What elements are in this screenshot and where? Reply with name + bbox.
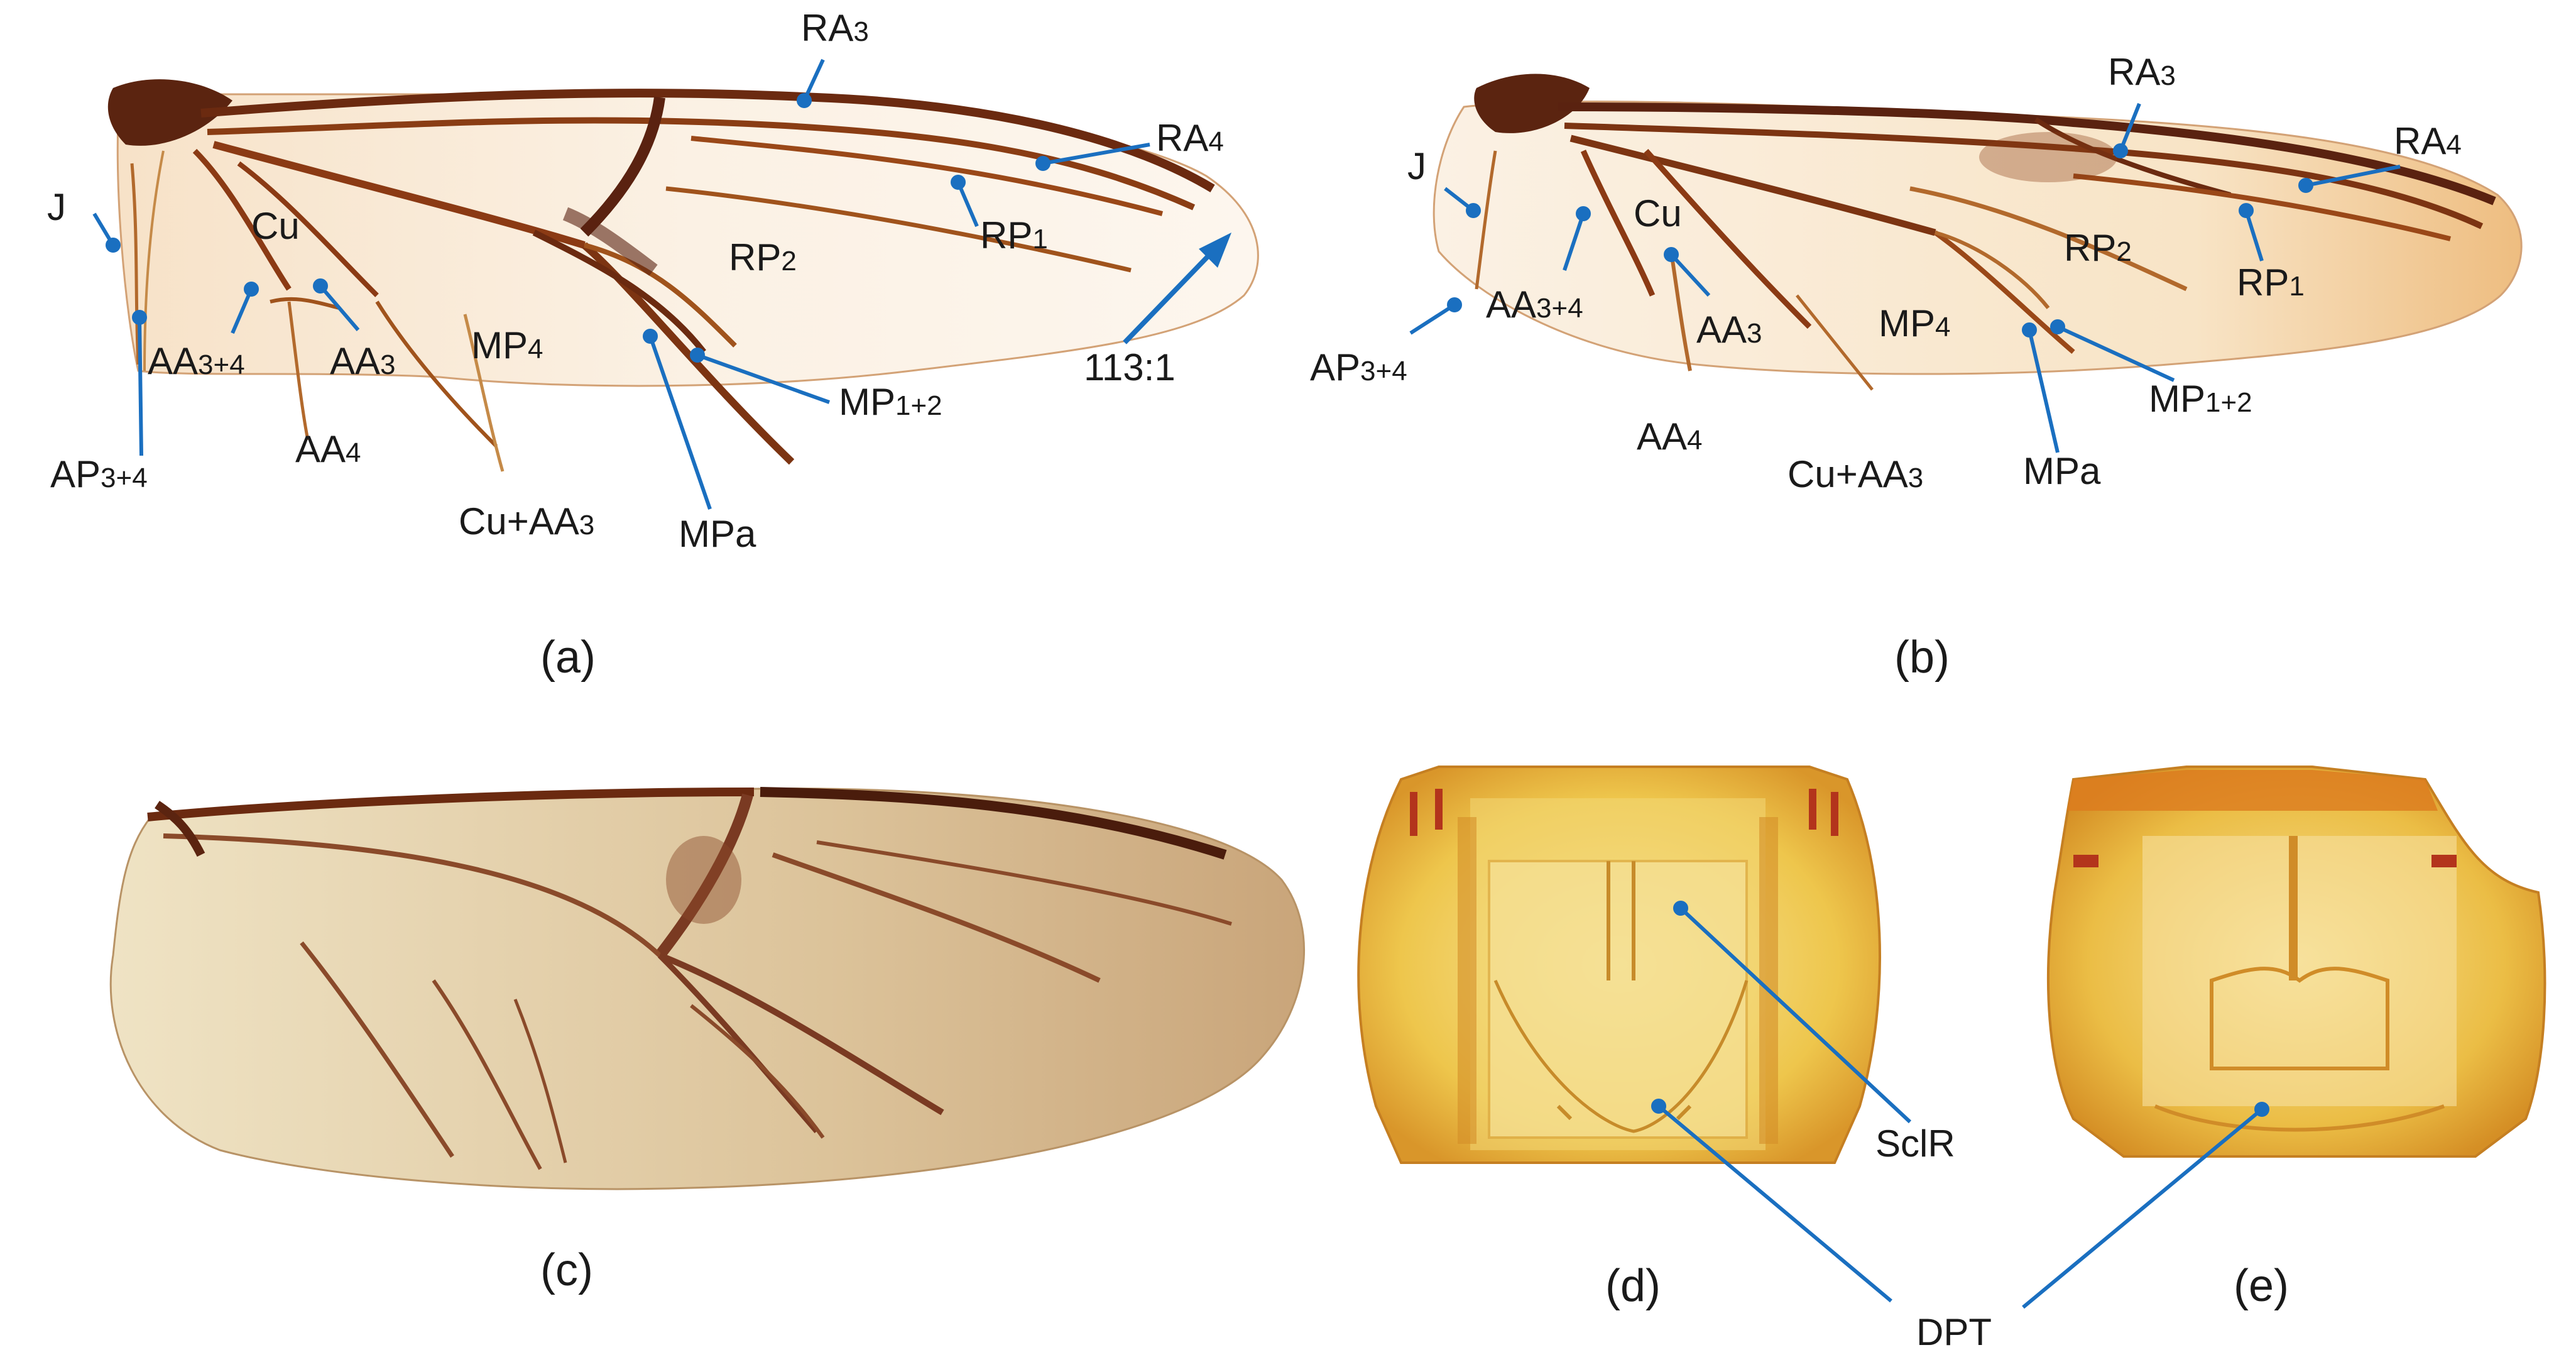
label-b-cuaa3: Cu+AA3 — [1787, 453, 1924, 495]
label-b-mp12: MP1+2 — [2149, 378, 2252, 420]
label-a-rp1: RP1 — [980, 214, 1048, 256]
label-b-ra4: RA4 — [2394, 120, 2462, 162]
label-b-ap34: AP3+4 — [1310, 346, 1407, 388]
amber-d-image — [1357, 766, 1881, 1164]
wing-a-image — [107, 79, 1259, 472]
label-b-rp2: RP2 — [2064, 227, 2132, 269]
label-a-ap34: AP3+4 — [50, 453, 148, 495]
label-a-cu: Cu — [251, 205, 300, 247]
caption-a: (a) — [540, 632, 596, 683]
label-b-aa34: AA3+4 — [1486, 283, 1583, 326]
label-a-j: J — [47, 186, 66, 228]
label-a-ratio: 113:1 — [1084, 346, 1176, 388]
caption-d: (d) — [1605, 1261, 1661, 1311]
label-b-rp1: RP1 — [2237, 261, 2305, 304]
label-sclr: SclR — [1875, 1123, 1955, 1165]
leaders-a — [92, 58, 1231, 510]
label-a-mp12: MP1+2 — [839, 381, 942, 423]
label-b-cu: Cu — [1634, 192, 1682, 234]
wing-c-image — [109, 787, 1305, 1190]
label-a-ra4: RA4 — [1156, 117, 1224, 159]
leaders-de — [1651, 901, 2269, 1309]
amber-e-image — [2047, 766, 2546, 1158]
caption-b: (b) — [1894, 632, 1950, 683]
label-b-aa3: AA3 — [1696, 309, 1762, 351]
label-b-mp4: MP4 — [1879, 302, 1951, 344]
label-a-ra3: RA3 — [801, 7, 869, 49]
label-a-aa34: AA3+4 — [148, 340, 245, 382]
label-b-mpa: MPa — [2023, 450, 2101, 492]
label-a-rp2: RP2 — [729, 236, 797, 278]
label-a-mp4: MP4 — [471, 324, 543, 366]
label-b-aa4: AA4 — [1637, 415, 1703, 458]
label-b-j: J — [1407, 145, 1426, 187]
wing-b-image — [1433, 74, 2523, 391]
caption-c: (c) — [540, 1245, 593, 1295]
label-a-cuaa3: Cu+AA3 — [459, 500, 595, 542]
label-a-aa3: AA3 — [330, 340, 396, 382]
leaders-b — [1409, 102, 2401, 453]
label-dpt: DPT — [1916, 1311, 1992, 1353]
label-a-mpa: MPa — [679, 513, 756, 555]
label-b-ra3: RA3 — [2108, 51, 2176, 93]
label-a-aa4: AA4 — [295, 428, 361, 470]
caption-e: (e) — [2234, 1261, 2289, 1311]
